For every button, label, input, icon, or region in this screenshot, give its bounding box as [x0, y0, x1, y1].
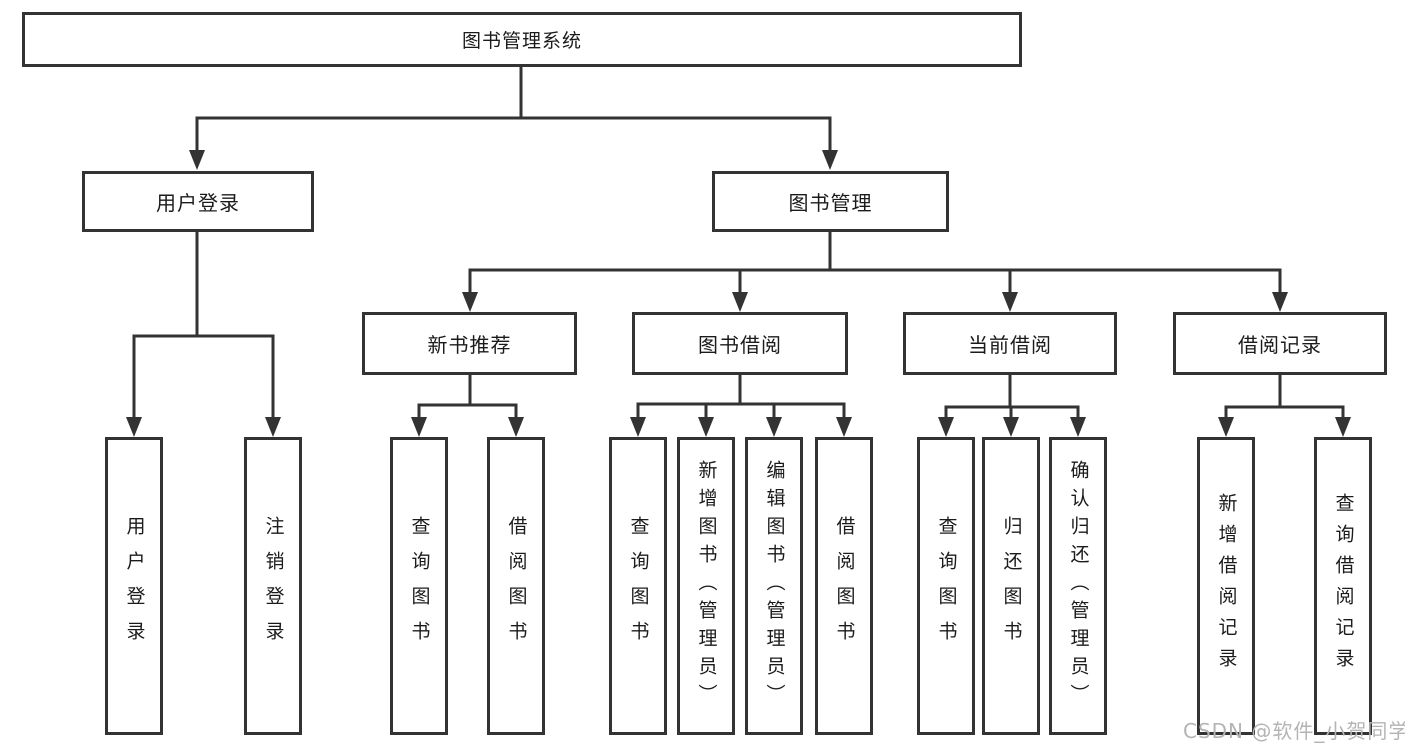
arrowhead-icon [126, 417, 142, 437]
node-label: 图书借阅 [698, 333, 782, 357]
node-label: 归还图书 [1000, 516, 1023, 656]
arrowhead-icon [630, 417, 646, 437]
arrowhead-icon [508, 417, 524, 437]
node-label: 编辑图书（管理员） [763, 460, 786, 712]
arrowhead-icon [1335, 417, 1351, 437]
leaf-return-books: 归还图书 [982, 437, 1040, 735]
node-book-borrowing: 图书借阅 [632, 312, 848, 375]
node-current-borrowing: 当前借阅 [903, 312, 1117, 375]
arrowhead-icon [189, 150, 205, 170]
node-label: 用户登录 [156, 191, 240, 215]
leaf-borrow-books: 借阅图书 [815, 437, 873, 735]
connector-book-borrow [636, 373, 846, 421]
connector-root-to-level2 [195, 65, 832, 154]
leaf-add-books-admin: 新增图书（管理员） [677, 437, 735, 735]
node-label: 确认归还（管理员） [1067, 460, 1090, 712]
arrowhead-icon [1070, 417, 1086, 437]
node-library-management-system: 图书管理系统 [22, 12, 1022, 67]
arrowhead-icon [766, 417, 782, 437]
arrowhead-icon [938, 417, 954, 437]
node-user-login-branch: 用户登录 [82, 171, 314, 232]
leaf-query-books-rec: 查询图书 [390, 437, 448, 735]
arrowhead-icon [732, 292, 748, 312]
leaf-confirm-return-admin: 确认归还（管理员） [1049, 437, 1107, 735]
node-borrowing-records: 借阅记录 [1173, 312, 1387, 375]
connector-borrow-records [1224, 373, 1345, 421]
csdn-watermark: CSDN @软件_小贺同学 [1183, 719, 1405, 743]
node-label: 查询图书 [408, 516, 431, 656]
arrowhead-icon [265, 417, 281, 437]
node-label: 当前借阅 [968, 333, 1052, 357]
leaf-query-borrow-record: 查询借阅记录 [1314, 437, 1372, 735]
arrowhead-icon [462, 292, 478, 312]
node-label: 查询借阅记录 [1332, 493, 1355, 679]
arrowhead-icon [698, 417, 714, 437]
connector-book-mgmt [468, 230, 1282, 296]
leaf-borrow-books-rec: 借阅图书 [487, 437, 545, 735]
arrowhead-icon [822, 150, 838, 170]
node-label: 借阅记录 [1238, 333, 1322, 357]
arrowhead-icon [836, 417, 852, 437]
leaf-edit-books-admin: 编辑图书（管理员） [745, 437, 803, 735]
leaf-user-login: 用户登录 [105, 437, 163, 735]
arrowhead-icon [1218, 417, 1234, 437]
node-book-management-branch: 图书管理 [712, 171, 949, 232]
node-new-book-recommendation: 新书推荐 [362, 312, 577, 375]
node-label: 图书管理 [788, 191, 873, 215]
node-label: 新书推荐 [427, 333, 512, 357]
node-label: 图书管理系统 [461, 30, 582, 52]
arrowhead-icon [1272, 292, 1288, 312]
arrowhead-icon [1003, 417, 1019, 437]
node-label: 用户登录 [123, 516, 146, 656]
node-label: 新增借阅记录 [1215, 493, 1238, 679]
leaf-logout: 注销登录 [244, 437, 302, 735]
connector-current-borrow [944, 373, 1080, 421]
leaf-query-books-borrow: 查询图书 [609, 437, 667, 735]
node-label: 查询图书 [935, 516, 958, 656]
arrowhead-icon [1002, 292, 1018, 312]
node-label: 借阅图书 [833, 516, 856, 656]
leaf-add-borrow-record: 新增借阅记录 [1197, 437, 1255, 735]
node-label: 新增图书（管理员） [695, 460, 718, 712]
connector-user-login [132, 230, 275, 421]
node-label: 注销登录 [262, 516, 285, 656]
leaf-query-books-current: 查询图书 [917, 437, 975, 735]
arrowhead-icon [411, 417, 427, 437]
connector-new-book-rec [417, 373, 518, 421]
node-label: 借阅图书 [505, 516, 528, 656]
node-label: 查询图书 [627, 516, 650, 656]
